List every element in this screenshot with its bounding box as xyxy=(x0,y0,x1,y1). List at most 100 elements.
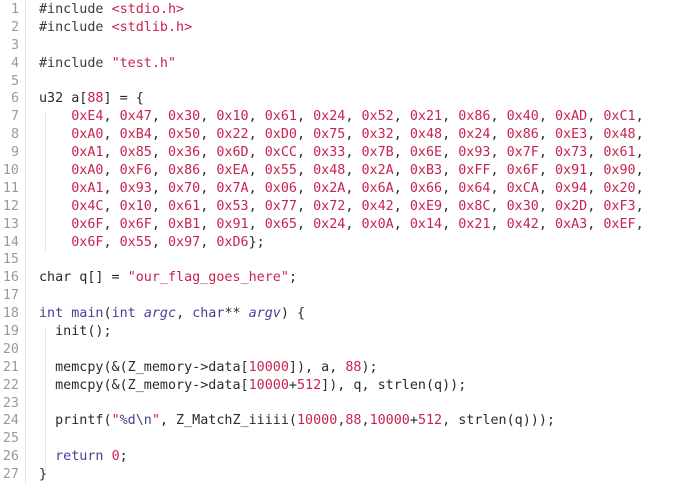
code-line[interactable]: 4#include "test.h" xyxy=(0,54,681,73)
code-token: , xyxy=(200,180,217,196)
code-line[interactable]: 26 return 0; xyxy=(0,448,681,467)
line-number: 5 xyxy=(0,72,26,91)
code-token: , xyxy=(393,127,410,143)
code-line[interactable]: 17 xyxy=(0,287,681,306)
code-token: char q[] = xyxy=(39,270,128,286)
line-number: 18 xyxy=(0,305,26,324)
code-token: , xyxy=(151,216,168,232)
code-token: 0xF3 xyxy=(603,198,636,214)
line-number: 4 xyxy=(0,54,26,73)
code-token: , xyxy=(538,163,555,179)
code-token: 0x36 xyxy=(168,145,201,161)
code-token: , xyxy=(635,198,644,214)
code-token: u32 a[ xyxy=(39,91,88,107)
code-token: 0xCC xyxy=(264,145,297,161)
code-line[interactable]: 25 xyxy=(0,430,681,449)
code-line[interactable]: 23 xyxy=(0,394,681,413)
code-token: , xyxy=(635,145,644,161)
code-token: 0x6D xyxy=(216,145,249,161)
code-token: ] = { xyxy=(103,91,144,107)
code-token: 0x8C xyxy=(458,198,491,214)
code-token: , xyxy=(337,413,346,429)
code-token: , xyxy=(248,145,265,161)
line-number: 26 xyxy=(0,448,26,467)
code-token: 0xA1 xyxy=(71,145,104,161)
code-token: 0x42 xyxy=(361,198,394,214)
code-token: 0x20 xyxy=(603,180,636,196)
code-token: , xyxy=(345,127,362,143)
code-line[interactable]: 27} xyxy=(0,466,681,485)
code-token: , xyxy=(200,127,217,143)
line-number: 6 xyxy=(0,90,26,109)
code-line[interactable]: 13 0x6F, 0x6F, 0xB1, 0x91, 0x65, 0x24, 0… xyxy=(0,215,681,234)
code-text: #include "test.h" xyxy=(26,55,681,73)
code-line[interactable]: 14 0x6F, 0x55, 0x97, 0xD6}; xyxy=(0,233,681,252)
code-token: 0x93 xyxy=(458,145,491,161)
code-token: , xyxy=(442,109,459,125)
code-line[interactable]: 12 0x4C, 0x10, 0x61, 0x53, 0x77, 0x72, 0… xyxy=(0,197,681,216)
code-line[interactable]: 3 xyxy=(0,36,681,55)
code-token: , xyxy=(103,127,120,143)
code-line[interactable]: 2#include <stdlib.h> xyxy=(0,18,681,37)
code-line[interactable]: 19 init(); xyxy=(0,323,681,341)
code-token: 0x6F xyxy=(119,216,152,232)
code-line[interactable]: 11 0xA1, 0x93, 0x70, 0x7A, 0x06, 0x2A, 0… xyxy=(0,179,681,198)
code-token: memcpy(&(Z_memory->data[ xyxy=(39,359,249,375)
code-token: 0x90 xyxy=(603,163,636,179)
code-line[interactable]: 24 printf("%d\n", Z_MatchZ_iiiii(10000,8… xyxy=(0,412,681,431)
code-line[interactable]: 22 memcpy(&(Z_memory->data[10000+512]), … xyxy=(0,376,681,395)
code-token: , xyxy=(393,198,410,214)
code-token: #include xyxy=(39,19,112,35)
code-token: 0xE4 xyxy=(71,109,104,125)
code-token: 0x24 xyxy=(458,127,491,143)
code-text xyxy=(26,341,681,359)
code-token: 0x55 xyxy=(119,234,152,250)
code-token: 0x75 xyxy=(313,127,346,143)
code-token: 0xD0 xyxy=(264,127,297,143)
code-token: 0x10 xyxy=(216,109,249,125)
code-line[interactable]: 10 0xA0, 0xF6, 0x86, 0xEA, 0x55, 0x48, 0… xyxy=(0,162,681,180)
code-token: char xyxy=(192,306,225,322)
code-token: 0x6F xyxy=(71,234,104,250)
code-token: , xyxy=(345,109,362,125)
code-line[interactable]: 8 0xA0, 0xB4, 0x50, 0x22, 0xD0, 0x75, 0x… xyxy=(0,126,681,145)
code-token: 0x48 xyxy=(603,127,636,143)
code-line[interactable]: 5 xyxy=(0,72,681,91)
code-text: } xyxy=(26,466,681,484)
code-token: int xyxy=(39,306,72,322)
code-token: " xyxy=(111,413,120,429)
code-token: 0x10 xyxy=(119,198,152,214)
code-line[interactable]: 20 xyxy=(0,340,681,359)
code-token: 0x65 xyxy=(264,216,297,232)
code-token: %d\n xyxy=(119,413,152,429)
code-token: , xyxy=(490,198,507,214)
code-line[interactable]: 1#include <stdio.h> xyxy=(0,1,681,19)
code-line[interactable]: 15 xyxy=(0,251,681,270)
code-token: , xyxy=(442,163,459,179)
code-token: , xyxy=(490,216,507,232)
code-line[interactable]: 9 0xA1, 0x85, 0x36, 0x6D, 0xCC, 0x33, 0x… xyxy=(0,144,681,163)
code-token: 0x48 xyxy=(313,163,346,179)
code-token: 0x47 xyxy=(119,109,152,125)
code-line[interactable]: 21 memcpy(&(Z_memory->data[10000]), a, 8… xyxy=(0,358,681,377)
code-token: 0x06 xyxy=(264,180,297,196)
code-token: , xyxy=(635,163,644,179)
code-token: , xyxy=(442,180,459,196)
code-token: 0x77 xyxy=(264,198,297,214)
code-token xyxy=(39,217,71,232)
code-token: , xyxy=(345,163,362,179)
code-token: , xyxy=(248,109,265,125)
code-token: 0x24 xyxy=(313,109,346,125)
code-token: 0xB1 xyxy=(168,216,201,232)
code-token: "our_flag_goes_here" xyxy=(127,270,289,286)
code-token: 0x6F xyxy=(506,163,539,179)
line-number: 16 xyxy=(0,269,26,288)
code-line[interactable]: 7 0xE4, 0x47, 0x30, 0x10, 0x61, 0x24, 0x… xyxy=(0,108,681,127)
code-token: 0xE3 xyxy=(555,127,588,143)
code-token: 0xAD xyxy=(555,109,588,125)
code-token: 0x66 xyxy=(409,180,443,196)
